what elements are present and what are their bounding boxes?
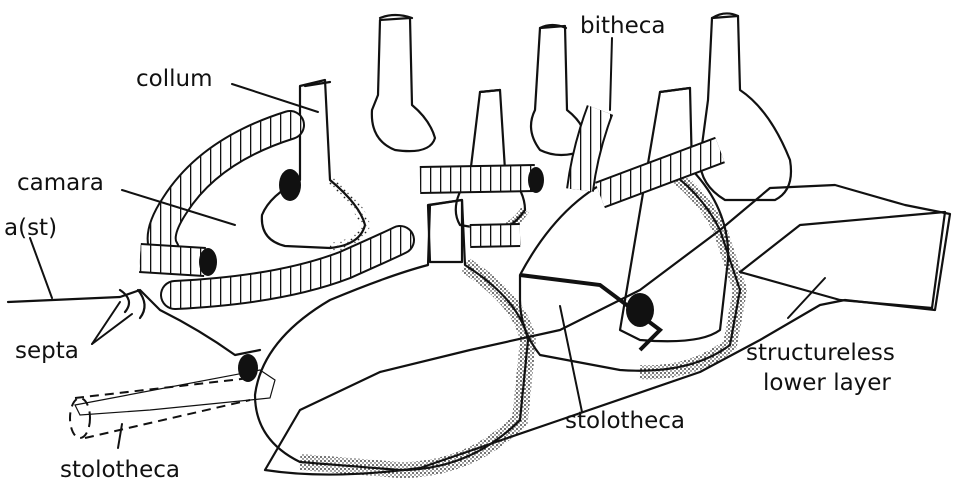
leader-a-st: [30, 238, 52, 298]
stolon-left: [8, 290, 275, 438]
collum-tubes: [305, 13, 738, 92]
label-a-st: a(st): [4, 215, 57, 241]
leader-stolotheca-bottom: [118, 424, 122, 448]
leader-collum: [232, 84, 318, 112]
label-bitheca: bitheca: [580, 13, 665, 39]
labels: collum bitheca camara a(st) septa stolot…: [4, 13, 895, 483]
leader-septa-2: [92, 314, 132, 344]
leader-septa-1: [92, 302, 120, 344]
label-lower-layer: lower layer: [763, 370, 891, 396]
label-camara: camara: [17, 170, 104, 196]
bithecae-tubes: [140, 110, 720, 295]
label-collum: collum: [136, 66, 212, 92]
label-septa: septa: [15, 338, 79, 364]
label-stolotheca-bottom: stolotheca: [60, 457, 180, 483]
label-structureless: structureless: [746, 340, 895, 366]
leader-bitheca: [610, 38, 612, 110]
label-stolotheca-mid: stolotheca: [565, 408, 685, 434]
thecae-middle: [262, 80, 525, 248]
